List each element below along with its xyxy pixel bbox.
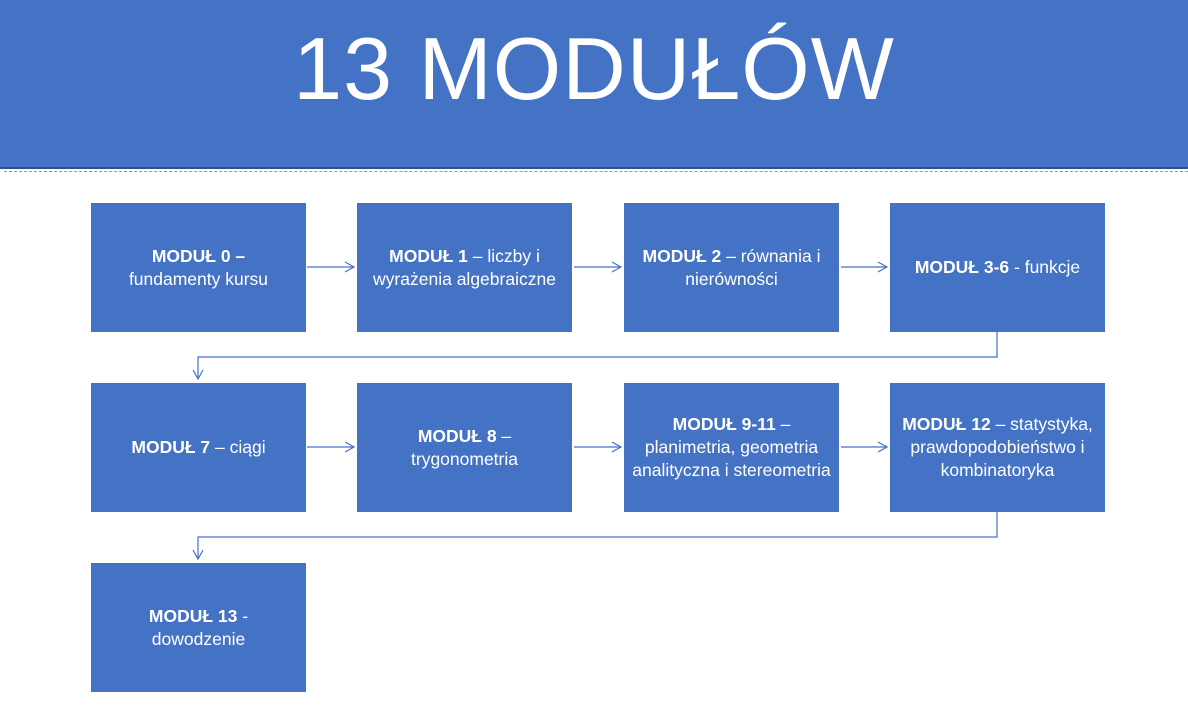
module-topic: – równania i nierówności	[685, 245, 821, 289]
module-topic: – liczby i wyrażenia algebraiczne	[373, 245, 556, 289]
arrow-12-13	[192, 512, 998, 561]
module-9-11-box: MODUŁ 9-11 – planimetria, geometria anal…	[624, 383, 839, 512]
module-2-box: MODUŁ 2 – równania i nierówności	[624, 203, 839, 332]
module-label: MODUŁ 7	[131, 437, 211, 457]
module-topic: – ciągi	[210, 437, 266, 457]
module-3-6-box: MODUŁ 3-6 - funkcje	[890, 203, 1105, 332]
module-label: MODUŁ 2	[642, 245, 722, 266]
module-12-box: MODUŁ 12 – statystyka, prawdopodobieństw…	[890, 383, 1105, 512]
module-13-box: MODUŁ 13 - dowodzenie	[91, 563, 306, 692]
module-topic: - funkcje	[1009, 257, 1081, 277]
module-label: MODUŁ 13	[148, 605, 238, 626]
module-label: MODUŁ 9-11	[672, 414, 776, 434]
module-label: MODUŁ 1	[389, 245, 468, 266]
module-0-box: MODUŁ 0 –fundamenty kursu	[91, 203, 306, 332]
module-topic: – planimetria, geometria analityczna i s…	[632, 414, 831, 480]
module-7-box: MODUŁ 7 – ciągi	[91, 383, 306, 512]
module-label: MODUŁ 3-6	[914, 257, 1010, 277]
module-label: MODUŁ 0 –	[151, 245, 246, 266]
module-topic: - dowodzenie	[151, 605, 249, 649]
module-8-box: MODUŁ 8 – trygonometria	[357, 383, 572, 512]
placeholder-border	[4, 171, 1188, 172]
module-1-box: MODUŁ 1 – liczby i wyrażenia algebraiczn…	[357, 203, 572, 332]
arrow-3-7	[192, 332, 998, 381]
module-topic: fundamenty kursu	[128, 268, 269, 289]
module-topic: – trygonometria	[411, 425, 518, 469]
module-topic: – statystyka, prawdopodobieństwo i kombi…	[910, 414, 1093, 480]
slide-title: 13 MODUŁÓW	[293, 19, 895, 118]
module-label: MODUŁ 8	[417, 425, 497, 446]
title-banner: 13 MODUŁÓW	[0, 0, 1188, 169]
module-label: MODUŁ 12	[902, 414, 991, 434]
